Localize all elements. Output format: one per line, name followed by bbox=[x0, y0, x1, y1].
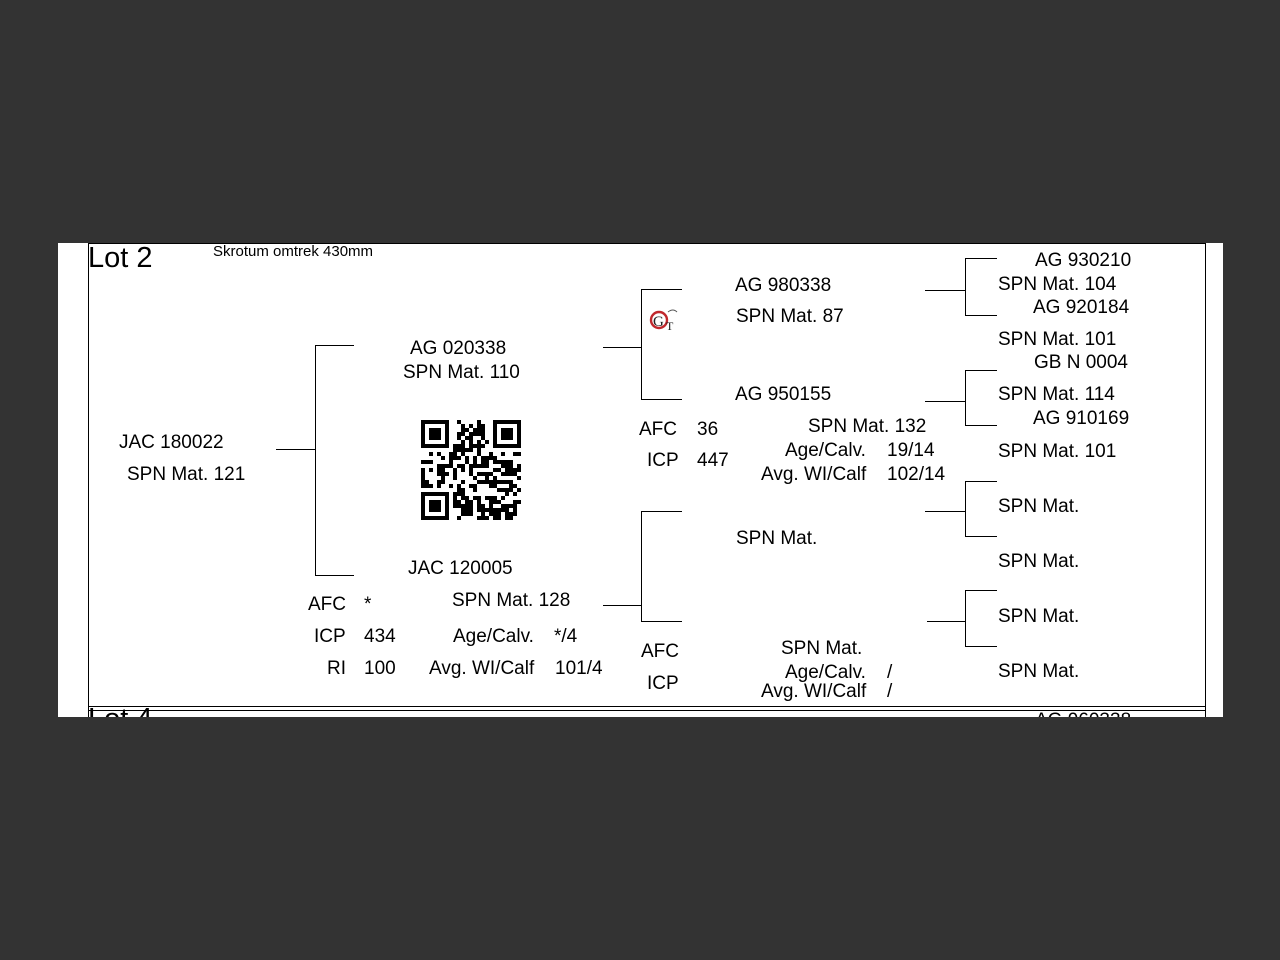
ggp-6-spn: SPN Mat. bbox=[998, 551, 1080, 572]
sire-sire-spn: SPN Mat. 87 bbox=[736, 306, 844, 327]
dam-afc-value: * bbox=[364, 594, 372, 615]
connector bbox=[965, 370, 997, 371]
sire-sire-id: AG 980338 bbox=[735, 275, 832, 296]
animal-spn: SPN Mat. 121 bbox=[127, 464, 246, 485]
dam-icp-label: ICP bbox=[314, 626, 346, 647]
ggp-2-id: AG 920184 bbox=[1033, 297, 1130, 318]
sire-dam-icp-label: ICP bbox=[647, 450, 679, 471]
connector bbox=[965, 315, 997, 316]
sire-dam-avg-wi-value: 102/14 bbox=[887, 464, 946, 485]
connector bbox=[925, 401, 965, 402]
connector bbox=[315, 575, 354, 576]
lot-title: Lot 2 bbox=[88, 243, 153, 274]
page-separator bbox=[88, 710, 1206, 711]
dam-dam-avg-wi-label: Avg. WI/Calf bbox=[761, 681, 867, 702]
connector bbox=[927, 621, 965, 622]
dam-afc-label: AFC bbox=[308, 594, 346, 615]
connector bbox=[641, 289, 642, 399]
dam-spn: SPN Mat. 128 bbox=[452, 590, 571, 611]
page-border-right bbox=[1205, 243, 1206, 717]
connector bbox=[965, 481, 997, 482]
breeder-seal-icon: G T bbox=[649, 309, 678, 333]
connector bbox=[641, 621, 682, 622]
dam-dam-age-calv-label: Age/Calv. bbox=[785, 662, 866, 683]
connector bbox=[641, 511, 642, 621]
connector bbox=[965, 258, 997, 259]
sire-dam-icp-value: 447 bbox=[697, 450, 729, 471]
sire-dam-afc-value: 36 bbox=[697, 419, 719, 440]
ggp-1-spn: SPN Mat. 104 bbox=[998, 274, 1117, 295]
qr-code-icon bbox=[421, 420, 521, 520]
dam-dam-afc-label: AFC bbox=[641, 641, 679, 662]
pedigree-sheet: Lot 2 Skrotum omtrek 430mm JAC 180022 SP… bbox=[58, 243, 1223, 717]
svg-text:G: G bbox=[653, 314, 664, 330]
dam-age-calv-label: Age/Calv. bbox=[453, 626, 534, 647]
ggp-3-spn: SPN Mat. 114 bbox=[998, 384, 1115, 405]
ggp-5-spn: SPN Mat. bbox=[998, 496, 1080, 517]
sire-dam-age-calv-value: 19/14 bbox=[887, 440, 935, 461]
dam-dam-spn: SPN Mat. bbox=[781, 638, 863, 659]
ggp-4-spn: SPN Mat. 101 bbox=[998, 441, 1117, 462]
page-border-left bbox=[88, 243, 89, 717]
connector bbox=[965, 536, 997, 537]
connector bbox=[925, 290, 965, 291]
dam-ri-value: 100 bbox=[364, 658, 396, 679]
animal-id: JAC 180022 bbox=[119, 432, 224, 453]
connector bbox=[276, 449, 315, 450]
connector bbox=[965, 425, 997, 426]
connector bbox=[965, 590, 997, 591]
connector bbox=[641, 289, 682, 290]
dam-dam-age-calv-value: / bbox=[887, 662, 893, 683]
dam-avg-wi-label: Avg. WI/Calf bbox=[429, 658, 535, 679]
sire-dam-id: AG 950155 bbox=[735, 384, 832, 405]
page-separator bbox=[88, 706, 1206, 707]
ggp-2-spn: SPN Mat. 101 bbox=[998, 329, 1117, 350]
sire-dam-afc-label: AFC bbox=[639, 419, 677, 440]
connector bbox=[641, 399, 682, 400]
connector bbox=[603, 347, 641, 348]
connector bbox=[965, 370, 966, 425]
sire-dam-spn: SPN Mat. 132 bbox=[808, 416, 927, 437]
sire-dam-age-calv-label: Age/Calv. bbox=[785, 440, 866, 461]
connector bbox=[965, 258, 966, 315]
svg-text:T: T bbox=[666, 319, 674, 333]
ggp-8-spn: SPN Mat. bbox=[998, 661, 1080, 682]
dam-icp-value: 434 bbox=[364, 626, 396, 647]
ggp-3-id: GB N 0004 bbox=[1034, 352, 1128, 373]
dam-ri-label: RI bbox=[327, 658, 346, 679]
dam-avg-wi-value: 101/4 bbox=[555, 658, 603, 679]
sire-dam-avg-wi-label: Avg. WI/Calf bbox=[761, 464, 867, 485]
connector bbox=[925, 511, 965, 512]
dam-dam-icp-label: ICP bbox=[647, 673, 679, 694]
sire-id: AG 020338 bbox=[410, 338, 507, 359]
connector bbox=[965, 481, 966, 536]
next-lot-title: Lot 4 bbox=[88, 705, 153, 718]
connector bbox=[965, 590, 966, 646]
ggp-1-id: AG 930210 bbox=[1035, 250, 1132, 271]
sire-spn: SPN Mat. 110 bbox=[403, 362, 520, 383]
connector bbox=[315, 345, 316, 575]
ggp-7-spn: SPN Mat. bbox=[998, 606, 1080, 627]
dam-sire-spn: SPN Mat. bbox=[736, 528, 818, 549]
dam-dam-avg-wi-value: / bbox=[887, 681, 893, 702]
dam-id: JAC 120005 bbox=[408, 558, 513, 579]
connector bbox=[603, 605, 641, 606]
connector bbox=[965, 646, 997, 647]
scrotum-note: Skrotum omtrek 430mm bbox=[213, 243, 374, 260]
next-lot-partial-id: AG 960338 bbox=[1035, 711, 1131, 717]
dam-age-calv-value: */4 bbox=[554, 626, 578, 647]
ggp-4-id: AG 910169 bbox=[1033, 408, 1130, 429]
page-border-top bbox=[88, 243, 1206, 244]
connector bbox=[315, 345, 354, 346]
connector bbox=[641, 511, 682, 512]
